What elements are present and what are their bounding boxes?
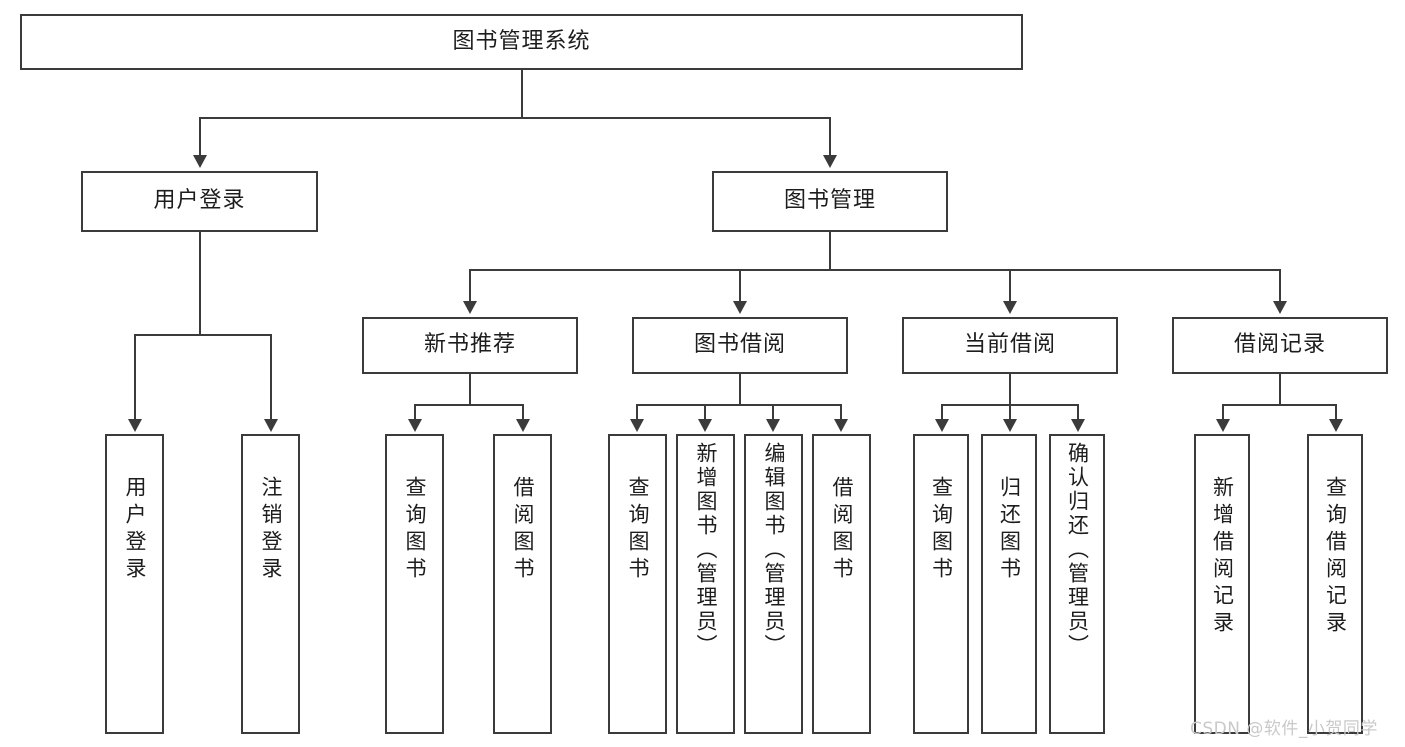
- node-label: 图书管理: [783, 188, 876, 214]
- connector-borrow-record-branch-2: [1335, 404, 1337, 421]
- arrowhead-leaf-current-borrow-2: [1003, 419, 1017, 432]
- node-borrow-record[interactable]: 借阅记录: [1172, 317, 1388, 374]
- arrowhead-user-login: [193, 155, 207, 168]
- arrowhead-leaf-book-borrow-3: [766, 419, 780, 432]
- node-label: 查询图书: [403, 476, 427, 584]
- connector-book-borrow-bus: [636, 404, 840, 406]
- leaf-new-book-borrow[interactable]: 借阅图书: [493, 434, 552, 734]
- node-label: 借阅图书: [830, 476, 854, 584]
- arrowhead-leaf-borrow-record-2: [1329, 419, 1343, 432]
- connector-root-bus: [199, 117, 831, 119]
- arrowhead-leaf-current-borrow-1: [935, 419, 949, 432]
- leaf-borrow-record-query[interactable]: 查询借阅记录: [1307, 434, 1363, 734]
- arrowhead-leaf-book-borrow-4: [834, 419, 848, 432]
- node-user-login[interactable]: 用户登录: [81, 171, 318, 232]
- arrowhead-borrow-record: [1273, 301, 1287, 314]
- connector-user-login-branch-2: [270, 334, 272, 421]
- connector-new-book-branch-1: [414, 404, 416, 421]
- node-label: 新增借阅记录: [1210, 476, 1235, 638]
- arrowhead-leaf-new-book-1: [408, 419, 422, 432]
- leaf-book-borrow-borrow[interactable]: 借阅图书: [812, 434, 871, 734]
- node-current-borrow[interactable]: 当前借阅: [902, 317, 1118, 374]
- connector-book-borrow-stem: [739, 374, 741, 406]
- node-label: 当前借阅: [963, 332, 1056, 358]
- connector-root-stem: [521, 70, 523, 118]
- connector-book-borrow-branch-4: [840, 404, 842, 421]
- leaf-user-login-login[interactable]: 用户登录: [105, 434, 164, 734]
- node-label: 新增图书（管理员）: [694, 442, 718, 658]
- node-label: 查询图书: [626, 476, 650, 584]
- node-new-book[interactable]: 新书推荐: [362, 317, 578, 374]
- node-label: 注销登录: [259, 476, 283, 584]
- connector-to-book-borrow: [739, 269, 741, 303]
- node-label: 查询图书: [929, 476, 954, 584]
- arrowhead-leaf-user-login-1: [128, 419, 142, 432]
- arrowhead-leaf-borrow-record-1: [1216, 419, 1230, 432]
- connector-book-manage-stem: [829, 232, 831, 271]
- connector-new-book-bus: [414, 404, 524, 406]
- connector-current-borrow-branch-3: [1077, 404, 1079, 421]
- arrowhead-current-borrow: [1003, 301, 1017, 314]
- leaf-book-borrow-query[interactable]: 查询图书: [608, 434, 667, 734]
- connector-book-borrow-branch-3: [772, 404, 774, 421]
- node-label: 借阅图书: [511, 476, 535, 584]
- arrowhead-leaf-current-borrow-3: [1071, 419, 1085, 432]
- node-label: 图书管理系统: [452, 28, 591, 54]
- leaf-new-book-query[interactable]: 查询图书: [385, 434, 444, 734]
- connector-root-to-user-login: [199, 117, 201, 157]
- node-book-borrow[interactable]: 图书借阅: [632, 317, 848, 374]
- arrowhead-leaf-new-book-2: [516, 419, 530, 432]
- connector-to-borrow-record: [1279, 269, 1281, 303]
- connector-book-borrow-branch-1: [636, 404, 638, 421]
- connector-new-book-branch-2: [522, 404, 524, 421]
- leaf-current-borrow-return[interactable]: 归还图书: [981, 434, 1037, 734]
- leaf-current-borrow-confirm[interactable]: 确认归还（管理员）: [1049, 434, 1105, 734]
- csdn-watermark: CSDN @软件_小贺同学: [1190, 719, 1378, 739]
- connector-book-borrow-branch-2: [704, 404, 706, 421]
- arrowhead-leaf-book-borrow-1: [630, 419, 644, 432]
- node-label: 图书借阅: [693, 332, 786, 358]
- arrowhead-new-book: [463, 301, 477, 314]
- node-root-system[interactable]: 图书管理系统: [20, 14, 1023, 70]
- node-label: 确认归还（管理员）: [1065, 442, 1090, 658]
- arrowhead-leaf-user-login-2: [264, 419, 278, 432]
- node-book-manage[interactable]: 图书管理: [712, 171, 948, 232]
- connector-user-login-bus: [134, 334, 272, 336]
- connector-current-borrow-branch-2: [1009, 404, 1011, 421]
- node-label: 新书推荐: [423, 332, 516, 358]
- connector-to-current-borrow: [1009, 269, 1011, 303]
- node-label: 查询借阅记录: [1323, 476, 1348, 638]
- arrowhead-leaf-book-borrow-2: [698, 419, 712, 432]
- leaf-book-borrow-add[interactable]: 新增图书（管理员）: [676, 434, 735, 734]
- leaf-user-login-logout[interactable]: 注销登录: [241, 434, 300, 734]
- connector-to-new-book: [469, 269, 471, 303]
- leaf-borrow-record-add[interactable]: 新增借阅记录: [1194, 434, 1250, 734]
- connector-borrow-record-branch-1: [1222, 404, 1224, 421]
- node-label: 用户登录: [153, 188, 246, 214]
- node-label: 归还图书: [997, 476, 1022, 584]
- connector-current-borrow-stem: [1009, 374, 1011, 406]
- connector-book-manage-bus: [469, 269, 1281, 271]
- connector-user-login-stem: [199, 232, 201, 336]
- arrowhead-book-borrow: [733, 301, 747, 314]
- connector-borrow-record-bus: [1222, 404, 1337, 406]
- node-label: 用户登录: [123, 476, 147, 584]
- connector-new-book-stem: [469, 374, 471, 406]
- leaf-current-borrow-query[interactable]: 查询图书: [913, 434, 969, 734]
- leaf-book-borrow-edit[interactable]: 编辑图书（管理员）: [744, 434, 803, 734]
- node-label: 编辑图书（管理员）: [762, 442, 786, 658]
- connector-user-login-branch-1: [134, 334, 136, 421]
- connector-borrow-record-stem: [1279, 374, 1281, 406]
- connector-current-borrow-branch-1: [941, 404, 943, 421]
- node-label: 借阅记录: [1233, 332, 1326, 358]
- connector-root-to-book-manage: [829, 117, 831, 157]
- arrowhead-book-manage: [823, 155, 837, 168]
